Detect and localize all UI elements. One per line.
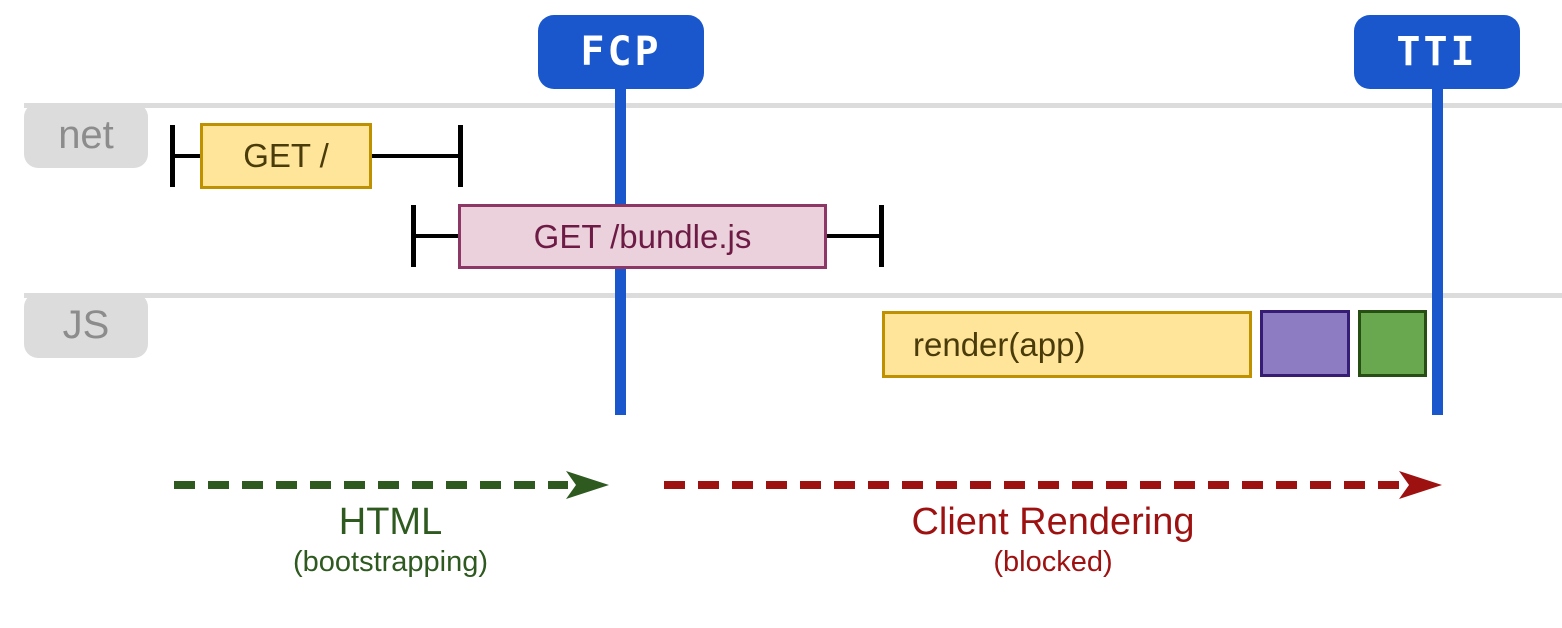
render-app-task-label: render(app) — [913, 325, 1086, 363]
get-root-right-connector — [372, 154, 458, 158]
js-lane-line — [24, 293, 1562, 298]
js-task-box-green — [1358, 310, 1427, 377]
html-phase-label: HTML (bootstrapping) — [168, 500, 613, 579]
get-root-start-tick — [170, 125, 175, 187]
lane-label-js: JS — [24, 293, 148, 358]
get-root-left-connector — [175, 154, 200, 158]
tti-badge-label: TTI — [1396, 29, 1478, 75]
get-bundle-right-connector — [827, 234, 879, 238]
js-lane-label-text: JS — [62, 303, 110, 347]
tti-badge: TTI — [1354, 15, 1520, 89]
fcp-badge-label: FCP — [580, 29, 662, 75]
tti-marker-line — [1432, 88, 1443, 415]
get-bundle-end-tick — [879, 205, 884, 267]
render-app-task-box: render(app) — [882, 311, 1252, 378]
get-root-request-label: GET / — [243, 137, 329, 174]
lane-label-net: net — [24, 103, 148, 168]
get-root-request-box: GET / — [200, 123, 372, 189]
client-rendering-phase-subtitle: (blocked) — [993, 545, 1113, 578]
html-phase-arrowhead-icon — [566, 471, 609, 499]
get-bundle-request-box: GET /bundle.js — [458, 204, 827, 269]
client-rendering-phase-label: Client Rendering (blocked) — [658, 500, 1448, 579]
get-bundle-request-label: GET /bundle.js — [533, 217, 752, 255]
get-bundle-start-tick — [411, 205, 416, 267]
net-lane-line — [24, 103, 1562, 108]
dashed-arrow-html-phase — [174, 471, 609, 499]
js-task-box-purple — [1260, 310, 1350, 377]
dashed-arrow-client-rendering-phase — [664, 471, 1442, 499]
html-phase-subtitle: (bootstrapping) — [292, 545, 489, 578]
get-bundle-left-connector — [416, 234, 458, 238]
get-root-end-tick — [458, 125, 463, 187]
client-rendering-arrowhead-icon — [1399, 471, 1442, 499]
fcp-badge: FCP — [538, 15, 704, 89]
html-phase-title: HTML — [338, 501, 443, 543]
client-rendering-phase-title: Client Rendering — [911, 501, 1195, 543]
net-lane-label-text: net — [58, 113, 114, 157]
